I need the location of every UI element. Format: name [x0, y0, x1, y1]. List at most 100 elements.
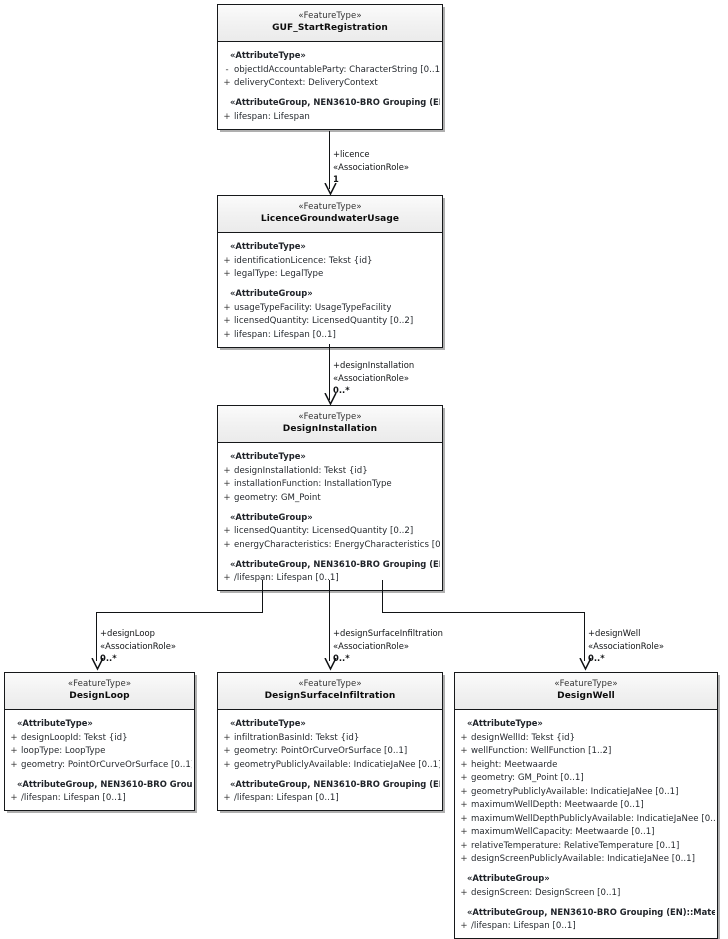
association-multiplicity: 1 — [333, 174, 339, 184]
association-role-name: +licence — [333, 149, 370, 159]
attribute-group-label: «AttributeType» — [230, 718, 306, 728]
class-body-licencegroundwaterusage: «AttributeType» + identificationLicence:… — [218, 233, 442, 347]
attribute-row: + lifespan: Lifespan — [220, 110, 440, 124]
class-box-designloop[interactable]: «FeatureType» DesignLoop «AttributeType»… — [4, 672, 195, 811]
attribute-text: geometry: GM_Point — [234, 492, 321, 503]
attribute-row: + maximumWellDepthPubliclyAvailable: Ind… — [457, 812, 715, 826]
class-header-designsurfaceinfiltration: «FeatureType» DesignSurfaceInfiltration — [218, 673, 442, 710]
attribute-text: designInstallationId: Tekst {id} — [234, 465, 368, 476]
attribute-group-label: «AttributeType» — [230, 50, 306, 60]
class-name: DesignInstallation — [282, 424, 378, 434]
class-body-designsurfaceinfiltration: «AttributeType» + infiltrationBasinId: T… — [218, 710, 442, 810]
attribute-row: + identificationLicence: Tekst {id} — [220, 254, 440, 268]
association-stereotype: «AssociationRole» — [333, 372, 409, 383]
visibility-marker: - — [225, 64, 229, 75]
class-box-designwell[interactable]: «FeatureType» DesignWell «AttributeType»… — [454, 672, 718, 939]
attribute-text: geometryPubliclyAvailable: IndicatieJaNe… — [471, 786, 679, 797]
attribute-group-label: «AttributeType» — [467, 718, 543, 728]
attribute-text: licensedQuantity: LicensedQuantity [0..2… — [234, 526, 414, 536]
visibility-marker: + — [460, 813, 468, 824]
visibility-marker: + — [223, 302, 231, 313]
attribute-text: geometry: GM_Point [0..1] — [471, 773, 584, 783]
attribute-group-label: «AttributeGroup, NEN3610-BRO Grouping (E… — [230, 778, 440, 789]
attribute-group-label: «AttributeGroup, NEN3610-BRO Grouping (E… — [230, 558, 440, 569]
visibility-marker: + — [223, 732, 231, 743]
visibility-marker: + — [223, 269, 231, 279]
attribute-row: + geometryPubliclyAvailable: IndicatieJa… — [220, 758, 440, 772]
class-box-guf-startregistration[interactable]: «FeatureType» GUF_StartRegistration «Att… — [217, 4, 443, 130]
attribute-text: energyCharacteristics: EnergyCharacteris… — [234, 539, 440, 550]
class-stereotype: «FeatureType» — [554, 679, 618, 689]
visibility-marker: + — [223, 78, 231, 88]
association-stereotype: «AssociationRole» — [333, 640, 409, 651]
attribute-row: + geometry: PointOrCurveOrSurface [0..1] — [220, 745, 440, 759]
visibility-marker: + — [223, 539, 231, 550]
attribute-text: relativeTemperature: RelativeTemperature… — [471, 840, 680, 851]
association-role-name: +designInstallation — [333, 360, 415, 370]
connector-designloop-drop — [96, 612, 98, 661]
class-header-designwell: «FeatureType» DesignWell — [455, 673, 717, 710]
class-box-designinstallation[interactable]: «FeatureType» DesignInstallation «Attrib… — [217, 405, 443, 591]
association-multiplicity: 0..* — [588, 653, 605, 663]
class-header-designinstallation: «FeatureType» DesignInstallation — [218, 406, 442, 443]
class-body-designloop: «AttributeType» + designLoopId: Tekst {i… — [5, 710, 194, 810]
attribute-text: legalType: LegalType — [234, 269, 324, 279]
visibility-marker: + — [460, 887, 468, 898]
association-stereotype: «AssociationRole» — [333, 161, 409, 172]
association-role-name: +designSurfaceInfiltration — [333, 628, 443, 638]
association-multiplicity: 0..* — [100, 653, 117, 663]
class-name: DesignLoop — [69, 691, 130, 701]
connector-designloop-arrowhead — [90, 658, 104, 671]
class-body-guf-startregistration: «AttributeType» - objectIdAccountablePar… — [218, 42, 442, 129]
attribute-group-label: «AttributeGroup» — [230, 288, 313, 298]
attribute-row: + designLoopId: Tekst {id} — [7, 731, 192, 745]
attribute-text: /lifespan: Lifespan [0..1] — [471, 921, 576, 931]
class-box-licencegroundwaterusage[interactable]: «FeatureType» LicenceGroundwaterUsage «A… — [217, 195, 443, 348]
connector-designwell-stem — [382, 580, 384, 613]
visibility-marker: + — [460, 827, 468, 837]
class-name: DesignSurfaceInfiltration — [264, 691, 396, 701]
visibility-marker: + — [10, 759, 18, 770]
visibility-marker: + — [460, 786, 468, 797]
attribute-row: + licensedQuantity: LicensedQuantity [0.… — [220, 315, 440, 329]
attribute-row: + /lifespan: Lifespan [0..1] — [457, 920, 715, 934]
class-name: DesignWell — [557, 691, 615, 701]
visibility-marker: + — [460, 840, 468, 851]
attribute-row: + /lifespan: Lifespan [0..1] — [220, 792, 440, 806]
visibility-marker: + — [10, 793, 18, 803]
connector-licence-line — [329, 131, 331, 189]
attribute-group-label: «AttributeGroup» — [467, 873, 550, 883]
visibility-marker: + — [460, 732, 468, 743]
attribute-row: + designWellId: Tekst {id} — [457, 731, 715, 745]
association-role-name: +designWell — [588, 628, 641, 638]
connector-licence-arrowhead — [323, 183, 337, 196]
attribute-row: + usageTypeFacility: UsageTypeFacility — [220, 301, 440, 315]
visibility-marker: + — [460, 773, 468, 783]
class-header-designloop: «FeatureType» DesignLoop — [5, 673, 194, 710]
attribute-text: designScreenPubliclyAvailable: Indicatie… — [471, 854, 696, 864]
connector-designloop-elbow — [96, 612, 263, 614]
attribute-row: + loopType: LoopType — [7, 745, 192, 759]
visibility-marker: + — [10, 746, 18, 756]
attribute-text: geometry: PointOrCurveOrSurface [0..1] — [234, 746, 408, 756]
association-multiplicity: 0..* — [333, 385, 350, 395]
attribute-row: + designScreen: DesignScreen [0..1] — [457, 886, 715, 900]
attribute-row: + geometry: GM_Point [0..1] — [457, 772, 715, 786]
attribute-group-label: «AttributeGroup, NEN3610-BRO Groupin… — [17, 778, 192, 789]
attribute-text: deliveryContext: DeliveryContext — [234, 78, 378, 88]
association-multiplicity: 0..* — [333, 653, 350, 663]
connector-designsurfaceinfiltration-line — [329, 580, 331, 661]
attribute-row: + wellFunction: WellFunction [1..2] — [457, 745, 715, 759]
attribute-row: + geometry: GM_Point — [220, 491, 440, 505]
association-label-designloop: +designLoop «AssociationRole» 0..* — [100, 627, 176, 665]
association-role-name: +designLoop — [100, 628, 155, 638]
visibility-marker: + — [223, 316, 231, 326]
class-box-designsurfaceinfiltration[interactable]: «FeatureType» DesignSurfaceInfiltration … — [217, 672, 443, 811]
class-header-licencegroundwaterusage: «FeatureType» LicenceGroundwaterUsage — [218, 196, 442, 233]
attribute-text: installationFunction: InstallationType — [234, 479, 392, 489]
visibility-marker: + — [223, 492, 231, 503]
visibility-marker: + — [223, 746, 231, 756]
class-body-designinstallation: «AttributeType» + designInstallationId: … — [218, 443, 442, 590]
connector-designinstallation-line — [329, 344, 331, 400]
